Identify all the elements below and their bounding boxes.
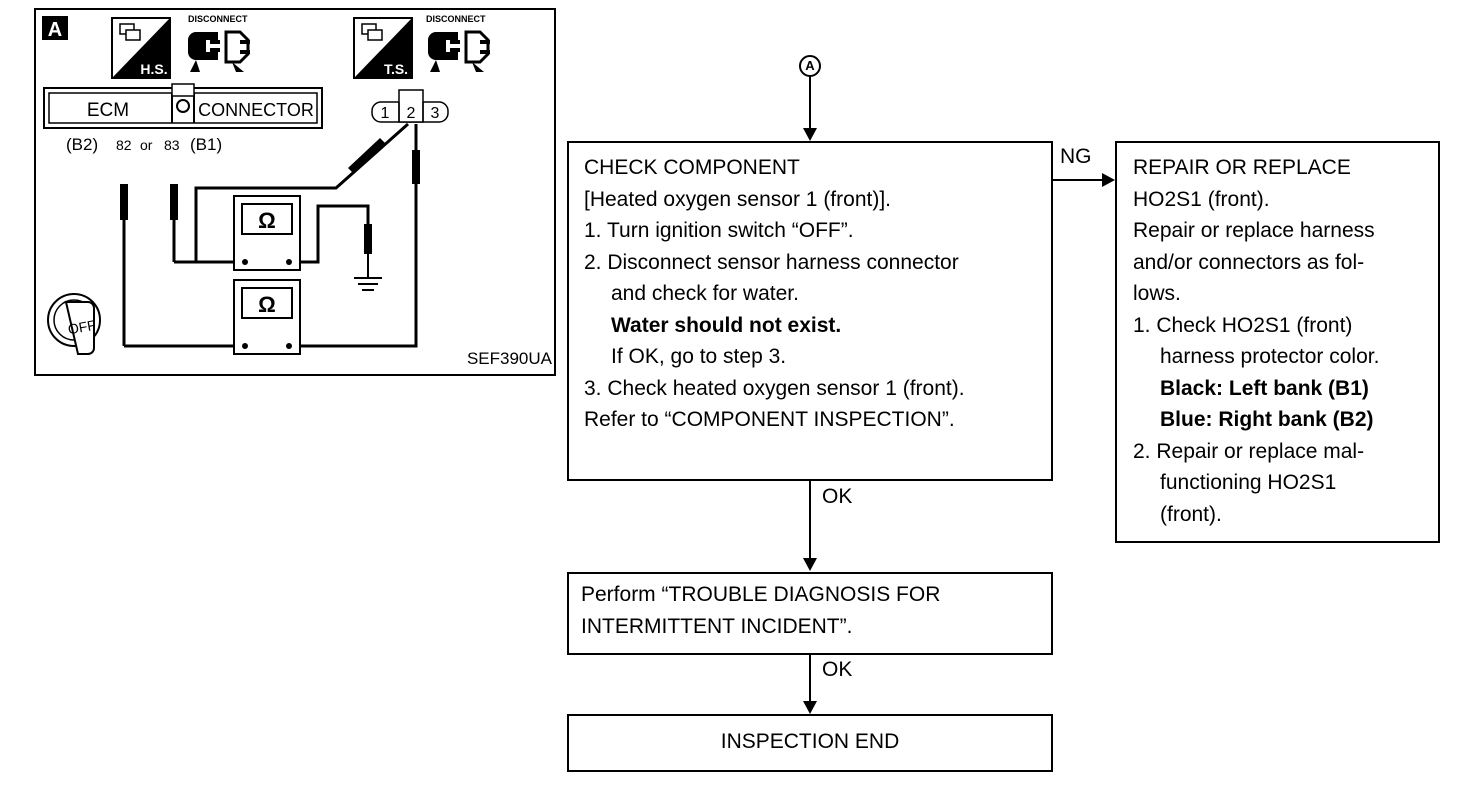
pin-3: 3 xyxy=(431,105,440,122)
panel-letter: A xyxy=(48,19,62,41)
check-component-box: CHECK COMPONENT [Heated oxygen sensor 1 (… xyxy=(567,141,1053,481)
wiring-figure-svg: A H.S. DISCONNECT T.S. xyxy=(42,14,553,368)
ecm-connector-block: ECM CONNECTOR xyxy=(43,83,323,129)
ok-label-1: OK xyxy=(822,485,853,508)
ecm-label: ECM xyxy=(87,100,129,121)
ohmmeter-upper: Ω xyxy=(233,195,301,271)
ok-label-2: OK xyxy=(822,658,853,681)
ohm-symbol-upper: Ω xyxy=(258,208,276,233)
text-line: lows. xyxy=(1133,282,1181,305)
ground-icon xyxy=(354,254,382,291)
check-component-lines: CHECK COMPONENT [Heated oxygen sensor 1 (… xyxy=(584,152,1051,436)
terminal-or: or xyxy=(140,137,153,153)
text-line: 2. Disconnect sensor harness connector xyxy=(584,250,959,274)
pin-2: 2 xyxy=(407,105,416,122)
repair-box: REPAIR OR REPLACE HO2S1 (front). Repair or… xyxy=(1115,141,1440,543)
arrow-to-check xyxy=(803,128,817,141)
ohm-symbol-lower: Ω xyxy=(258,292,276,317)
arrow-to-trouble xyxy=(803,558,817,571)
probe-tip-5 xyxy=(348,138,386,174)
text-line: Repair or replace harness xyxy=(1133,219,1375,242)
text-line: harness protector color. xyxy=(1160,345,1380,368)
text-line: 1. Check HO2S1 (front) xyxy=(1133,313,1353,337)
disconnect-label-1: DISCONNECT xyxy=(188,14,248,24)
repair-lines: REPAIR OR REPLACE HO2S1 (front). Repair or… xyxy=(1133,152,1438,530)
start-connector-label: A xyxy=(805,58,815,73)
text-line: 1. Turn ignition switch “OFF”. xyxy=(584,219,854,242)
disconnect-icon-2: DISCONNECT xyxy=(426,14,490,72)
text-line: (front). xyxy=(1160,502,1222,526)
terminal-b1: (B1) xyxy=(190,135,222,154)
arrow-to-end xyxy=(803,701,817,714)
panel-letter-badge: A xyxy=(42,16,68,41)
text-line: 3. Check heated oxygen sensor 1 (front). xyxy=(584,376,965,400)
text-line: INTERMITTENT INCIDENT”. xyxy=(581,614,853,638)
text-line: HO2S1 (front). xyxy=(1133,187,1270,211)
text-line: If OK, go to step 3. xyxy=(611,345,787,368)
text-line: REPAIR OR REPLACE xyxy=(1133,156,1351,179)
terminal-83: 83 xyxy=(164,137,180,153)
text-line: and/or connectors as fol- xyxy=(1133,250,1365,274)
text-line: Blue: Right bank (B2) xyxy=(1160,408,1374,431)
hs-icon: H.S. xyxy=(111,17,171,79)
probe-tip-1 xyxy=(120,184,128,220)
inspection-end-box: INSPECTION END xyxy=(567,714,1053,772)
text-line: Water should not exist. xyxy=(611,313,842,337)
ng-label: NG xyxy=(1060,145,1092,168)
hs-icon-text: H.S. xyxy=(140,61,167,77)
arrow-to-repair xyxy=(1102,173,1115,187)
probe-tip-3 xyxy=(412,150,420,184)
wiring-figure: A H.S. DISCONNECT T.S. xyxy=(34,8,556,376)
probe-tip-2 xyxy=(170,184,178,220)
ignition-off-icon: OFF xyxy=(47,293,101,355)
inspection-end-text: INSPECTION END xyxy=(720,730,900,753)
connector-lock-icon xyxy=(176,99,190,113)
text-line: Black: Left bank (B1) xyxy=(1160,376,1369,400)
text-line: 2. Repair or replace mal- xyxy=(1133,439,1365,463)
sensor-connector: 1 2 3 xyxy=(371,89,449,123)
pin-1: 1 xyxy=(381,105,390,122)
probe-tip-4 xyxy=(364,224,372,254)
connector-label: CONNECTOR xyxy=(198,100,314,120)
text-line: and check for water. xyxy=(611,282,799,305)
figure-code: SEF390UA xyxy=(467,349,553,368)
ts-icon-text: T.S. xyxy=(384,61,408,77)
text-line: [Heated oxygen sensor 1 (front)]. xyxy=(584,187,891,211)
disconnect-label-2: DISCONNECT xyxy=(426,14,486,24)
text-line: Perform “TROUBLE DIAGNOSIS FOR xyxy=(581,583,941,606)
text-line: CHECK COMPONENT xyxy=(584,156,800,179)
ignition-text: OFF xyxy=(67,317,97,338)
disconnect-icon-1: DISCONNECT xyxy=(188,14,250,72)
terminal-82: 82 xyxy=(116,137,132,153)
trouble-diagnosis-box: Perform “TROUBLE DIAGNOSIS FOR INTERMITTE… xyxy=(567,572,1053,655)
ohmmeter-lower: Ω xyxy=(233,279,301,355)
trouble-lines: Perform “TROUBLE DIAGNOSIS FOR INTERMITTE… xyxy=(581,579,1051,642)
terminal-b2: (B2) xyxy=(66,135,98,154)
text-line: functioning HO2S1 xyxy=(1160,471,1337,494)
ts-icon: T.S. xyxy=(353,17,413,79)
text-line: Refer to “COMPONENT INSPECTION”. xyxy=(584,408,955,431)
